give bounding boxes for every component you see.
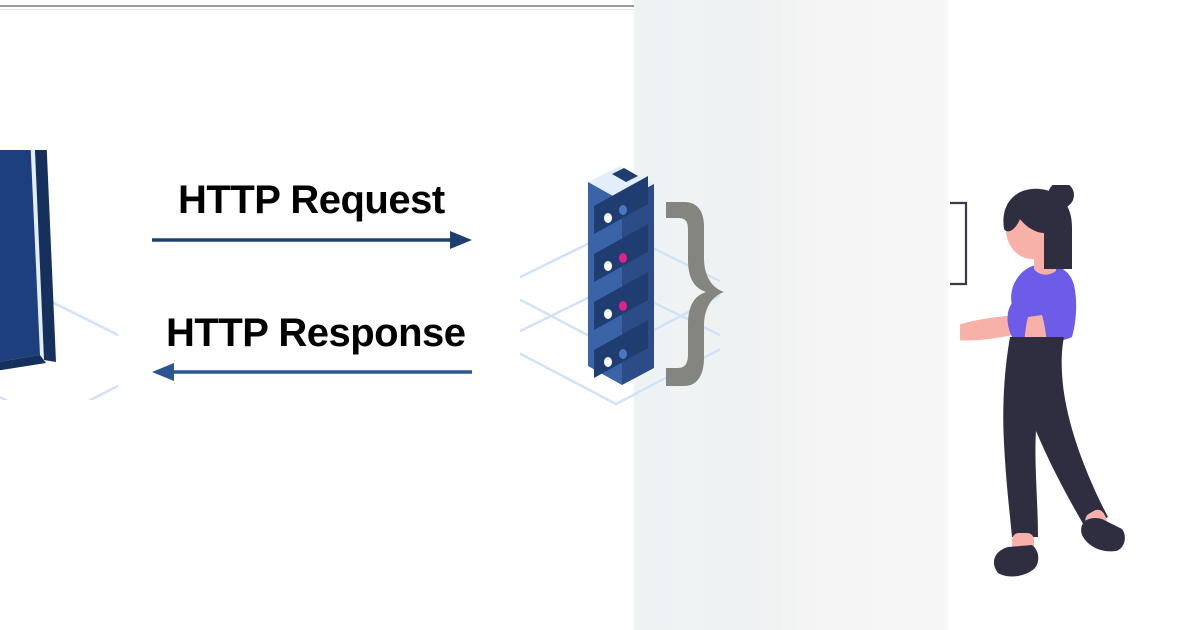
server-top-vent bbox=[612, 168, 638, 182]
square-bracket-glyph bbox=[950, 201, 968, 286]
response-arrow-head bbox=[152, 363, 174, 381]
person-shoe-left bbox=[993, 545, 1039, 577]
server-unit bbox=[594, 272, 648, 330]
curly-brace-path bbox=[666, 202, 724, 386]
client-device bbox=[0, 128, 171, 424]
server-unit bbox=[594, 224, 648, 282]
client-body bbox=[0, 134, 40, 362]
http-response-label: HTTP Response bbox=[166, 311, 466, 355]
code-panel-background bbox=[634, 0, 948, 630]
server-led-pink bbox=[619, 301, 627, 311]
person-shoe-right bbox=[1081, 517, 1125, 552]
server-led-white bbox=[604, 309, 612, 319]
server-front-panel bbox=[588, 182, 622, 385]
person-back-arm bbox=[950, 315, 1022, 341]
server-led-white bbox=[604, 357, 612, 367]
top-divider-line-faint bbox=[0, 9, 634, 10]
user-figure-graphic bbox=[950, 182, 1125, 577]
server-led-white bbox=[604, 213, 612, 223]
client-device-graphic bbox=[0, 128, 171, 424]
curly-brace-icon bbox=[660, 196, 730, 396]
client-bottom-lip bbox=[0, 355, 46, 371]
request-arrow-head bbox=[450, 231, 472, 249]
http-request-arrow bbox=[152, 231, 472, 249]
server-unit bbox=[594, 320, 648, 378]
server-led-pink bbox=[619, 253, 627, 263]
server-unit-list bbox=[594, 176, 648, 378]
server-rack-graphic bbox=[495, 166, 737, 406]
server-led-blue bbox=[619, 205, 627, 215]
curly-brace-glyph bbox=[666, 202, 724, 386]
server-rack bbox=[495, 160, 737, 420]
person-hair bbox=[1003, 188, 1072, 269]
server-led-blue bbox=[619, 349, 627, 359]
user-figure bbox=[950, 182, 1140, 585]
top-divider-line bbox=[0, 5, 634, 7]
client-side-edge bbox=[34, 128, 56, 362]
square-bracket-path bbox=[950, 201, 968, 286]
server-unit bbox=[594, 176, 648, 234]
square-bracket-icon bbox=[948, 201, 970, 286]
http-request-label: HTTP Request bbox=[178, 178, 445, 222]
server-led-white bbox=[604, 261, 612, 271]
person-hair-bun bbox=[1048, 182, 1074, 208]
http-response-arrow bbox=[152, 363, 472, 381]
person-pants bbox=[1003, 337, 1108, 537]
